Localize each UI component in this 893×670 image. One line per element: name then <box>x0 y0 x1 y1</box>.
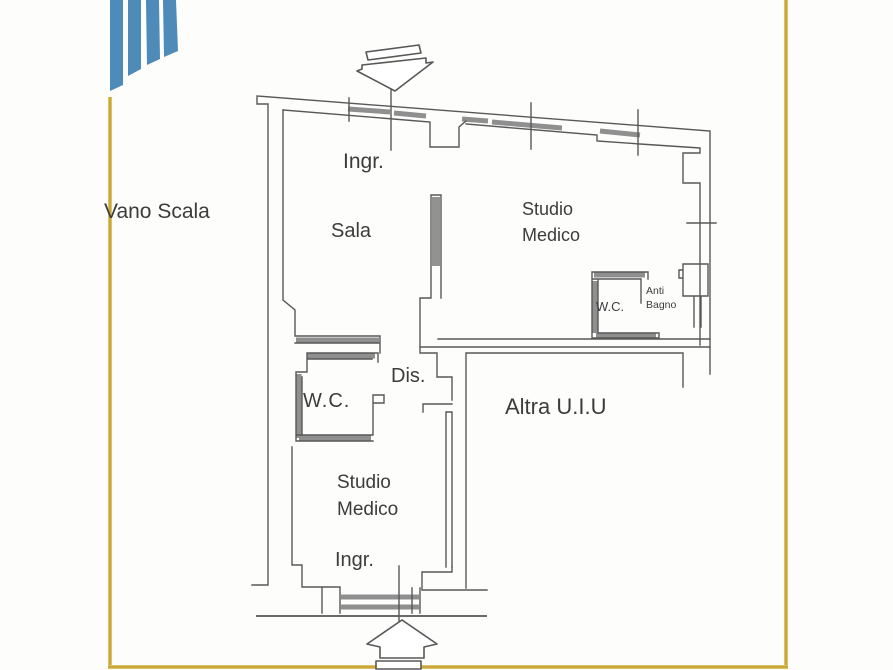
label-sala: Sala <box>331 220 372 242</box>
gold-border-left <box>108 97 112 668</box>
corridor-walls <box>419 194 453 568</box>
inner-top-wall <box>282 109 701 346</box>
label-anti-bagno-line1: Anti <box>646 285 665 297</box>
label-studio-medico-bottom-line1: Studio <box>337 472 391 493</box>
top-entrance-arrow-icon <box>356 44 434 92</box>
separation-walls <box>419 338 711 589</box>
label-altra-uiu: Altra U.I.U <box>505 394 607 419</box>
outer-walls <box>251 95 711 586</box>
label-studio-medico-top-line2: Medico <box>522 225 581 245</box>
window-door-bands <box>296 106 656 610</box>
gold-border-right <box>784 0 788 668</box>
wc-bottom-walls <box>295 352 385 442</box>
closet-and-window <box>678 222 717 328</box>
label-vano-scala: Vano Scala <box>104 200 210 223</box>
gold-border-bottom <box>108 665 788 669</box>
label-ingresso-top: Ingr. <box>343 150 384 173</box>
wc-top-walls <box>591 271 660 339</box>
bottom-entrance-arrow-icon <box>366 619 438 670</box>
sala-walls <box>282 109 381 354</box>
label-studio-medico-top-line1: Studio <box>522 199 574 219</box>
studio-bottom-walls <box>291 446 488 614</box>
label-studio-medico-bottom-line2: Medico <box>337 499 399 520</box>
tick-marks <box>348 89 639 633</box>
label-anti-bagno-line2: Bagno <box>646 299 677 311</box>
agency-logo-icon <box>110 0 178 91</box>
label-disimpegno: Dis. <box>391 365 426 387</box>
label-wc-upper: W.C. <box>596 299 625 314</box>
label-wc-lower: W.C. <box>303 390 351 412</box>
label-ingresso-bottom: Ingr. <box>335 549 374 571</box>
